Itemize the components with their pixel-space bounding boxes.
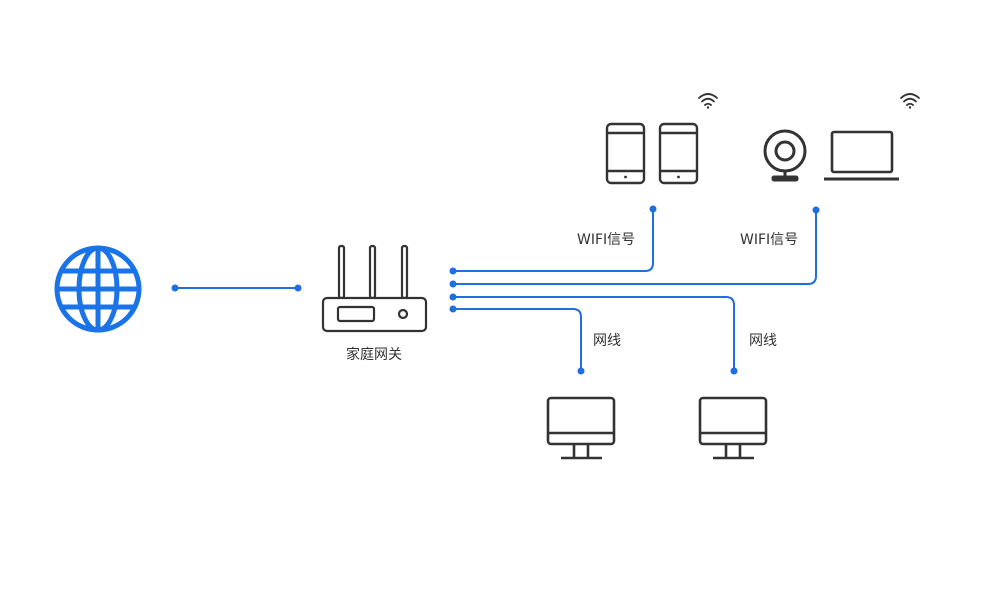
wifi-right-label: WIFI信号	[740, 232, 798, 248]
dot-port-1	[449, 267, 457, 275]
dot-gateway-in	[294, 284, 302, 292]
dot-desktop-left	[577, 367, 585, 375]
cable-left-label: 网线	[593, 333, 621, 349]
smartphone-icon	[605, 122, 646, 185]
webcam-icon	[763, 129, 807, 182]
dot-port-3	[449, 293, 457, 301]
dot-laptop	[812, 206, 820, 214]
smartphone-icon	[658, 122, 699, 185]
wifi-icon	[900, 93, 920, 109]
dot-phones	[649, 205, 657, 213]
desktop-monitor-icon	[546, 396, 616, 460]
globe-icon	[54, 245, 142, 333]
cable-left-line	[453, 308, 582, 371]
wifi-icon	[698, 93, 718, 109]
router-icon	[321, 244, 428, 333]
cable-right-label: 网线	[749, 333, 777, 349]
dot-internet	[171, 284, 179, 292]
connection-lines	[175, 209, 817, 371]
wifi-right-line	[453, 210, 817, 285]
cable-right-line	[453, 296, 735, 371]
dot-desktop-right	[730, 367, 738, 375]
dot-port-4	[449, 305, 457, 313]
gateway-label: 家庭网关	[346, 346, 402, 363]
laptop-icon	[824, 130, 899, 181]
desktop-monitor-icon	[698, 396, 768, 460]
wifi-left-line	[453, 209, 654, 272]
dot-port-2	[449, 280, 457, 288]
connection-dots	[171, 205, 820, 375]
wifi-left-label: WIFI信号	[577, 232, 635, 248]
